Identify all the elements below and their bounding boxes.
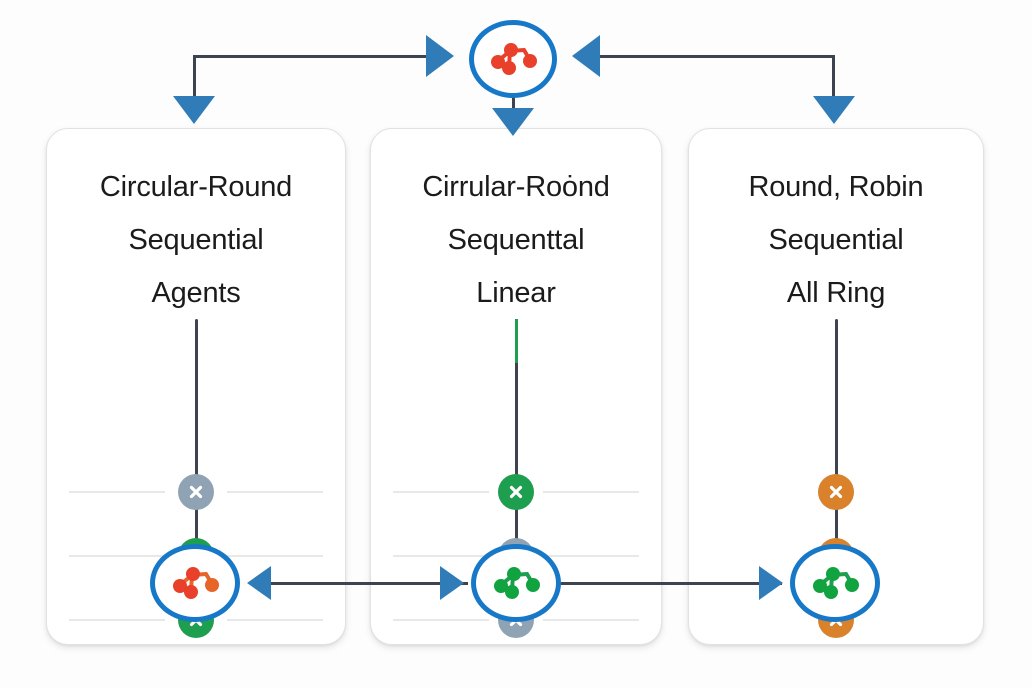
card-3-node-1[interactable] [818, 474, 854, 510]
card-2-rail-left-3 [393, 619, 489, 621]
card-1-badge[interactable] [150, 544, 240, 622]
card-3-badge[interactable] [790, 544, 880, 622]
card-2-rail-right-3 [543, 619, 639, 621]
network-share-icon [173, 567, 219, 599]
connector-badge1-badge2 [268, 582, 468, 585]
card-3-spine [834, 319, 838, 596]
card-2-rail-left-1 [393, 491, 489, 493]
close-x-icon [189, 485, 203, 499]
network-share-icon [491, 43, 537, 75]
arrowhead-badge1-left [247, 566, 271, 600]
card-1-rail-left-2 [69, 555, 165, 557]
card-1-rail-right-2 [227, 555, 323, 557]
close-x-icon [829, 485, 843, 499]
arrowhead-badge2-right [440, 566, 464, 600]
arrowhead-into-card1 [173, 96, 215, 124]
network-share-icon [813, 567, 859, 599]
card-1-node-row-1 [47, 474, 345, 510]
card-2-title: Cirrular-Roȯnd Sequenttal Linear [422, 171, 610, 309]
card-1-node-1[interactable] [178, 474, 214, 510]
card-3-node-row-1 [689, 474, 983, 510]
card-1-rail-right-3 [227, 619, 323, 621]
connector-hub-card2-vertical [512, 92, 515, 116]
connector-badge2-badge3 [560, 582, 782, 585]
hub-badge[interactable] [469, 20, 557, 98]
card-2-spine [514, 319, 518, 596]
card-1-rail-right-1 [227, 491, 323, 493]
card-1-spine [194, 319, 198, 596]
close-x-icon [509, 485, 523, 499]
card-3-title: Round, Robin Sequential All Ring [748, 171, 924, 309]
card-2-node-row-1 [371, 474, 661, 510]
card-2-rail-right-2 [543, 555, 639, 557]
connector-hub-card3-horizontal [600, 55, 835, 58]
card-1-rail-left-3 [69, 619, 165, 621]
card-2-rail-left-2 [393, 555, 489, 557]
arrowhead-into-card3 [813, 96, 855, 124]
card-1-title: Circular-Round Sequential Agents [99, 171, 293, 309]
card-2-badge[interactable] [471, 544, 561, 622]
card-2-node-1[interactable] [498, 474, 534, 510]
network-share-icon [494, 567, 540, 599]
connector-hub-card1-horizontal [193, 55, 431, 58]
card-1-rail-left-1 [69, 491, 165, 493]
card-round-robin-sequential-all-ring[interactable]: Round, Robin Sequential All Ring [688, 128, 984, 645]
card-2-rail-right-1 [543, 491, 639, 493]
arrowhead-into-card2 [492, 108, 534, 136]
connector-hub-card1-vertical [193, 55, 196, 102]
connector-hub-card3-vertical [832, 55, 835, 102]
arrowhead-into-hub-right [572, 35, 600, 77]
arrowhead-into-hub-left [426, 35, 454, 77]
arrowhead-badge3-right [759, 566, 783, 600]
